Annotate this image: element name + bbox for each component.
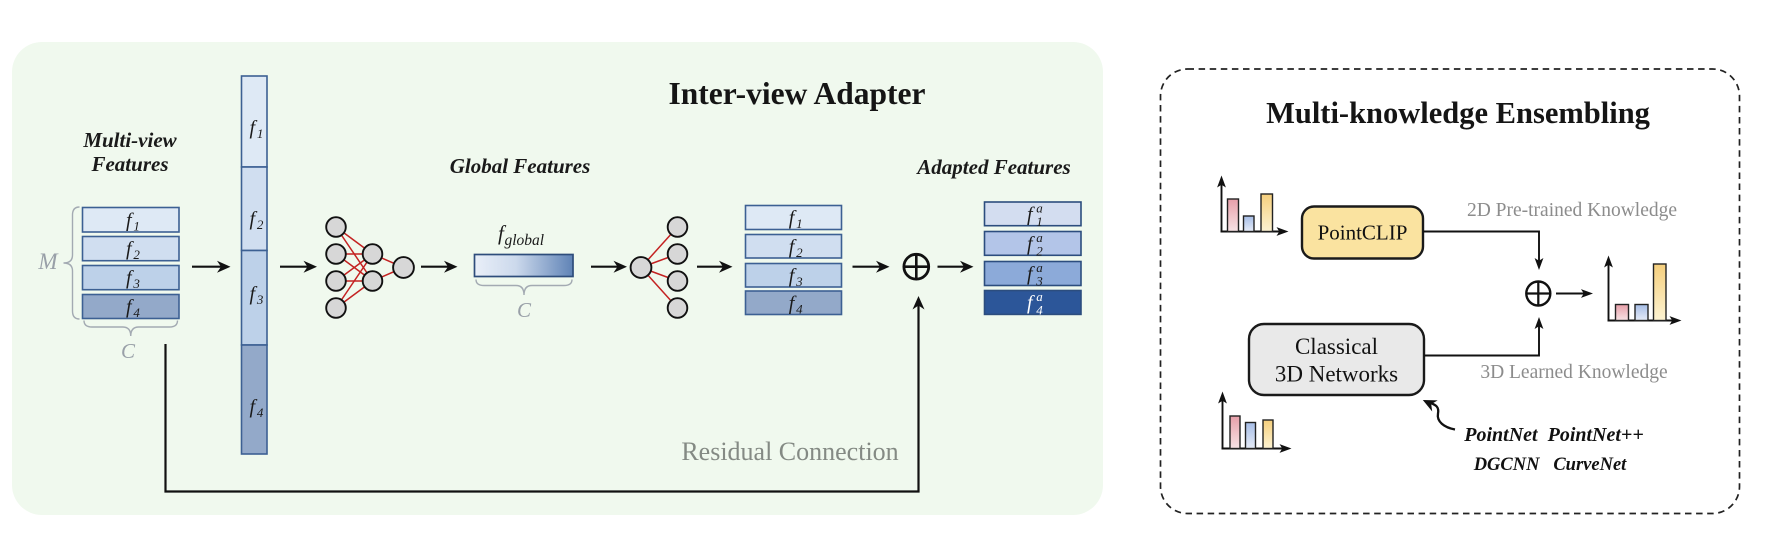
svg-text:3: 3 — [1035, 274, 1043, 289]
svg-text:f: f — [789, 236, 797, 258]
svg-text:a: a — [1036, 260, 1043, 275]
svg-text:2: 2 — [796, 245, 803, 260]
svg-text:3: 3 — [795, 274, 803, 289]
svg-text:a: a — [1036, 289, 1043, 304]
svg-text:Classical: Classical — [1295, 334, 1378, 359]
svg-text:4: 4 — [257, 405, 264, 420]
svg-text:3D Networks: 3D Networks — [1275, 362, 1398, 387]
svg-text:f: f — [1027, 263, 1035, 285]
svg-text:f: f — [249, 117, 257, 139]
svg-text:Residual Connection: Residual Connection — [681, 437, 898, 466]
svg-text:C: C — [121, 339, 136, 363]
svg-text:Multi-knowledge Ensembling: Multi-knowledge Ensembling — [1266, 96, 1650, 130]
svg-text:3D Learned Knowledge: 3D Learned Knowledge — [1480, 362, 1667, 383]
svg-text:f: f — [1027, 233, 1035, 255]
svg-text:M: M — [37, 249, 59, 274]
svg-text:Multi-view: Multi-view — [82, 128, 177, 152]
svg-text:f: f — [249, 283, 257, 305]
svg-text:PointCLIP: PointCLIP — [1318, 221, 1408, 245]
svg-text:a: a — [1036, 200, 1043, 215]
svg-text:4: 4 — [796, 301, 803, 316]
svg-text:4: 4 — [1036, 302, 1043, 317]
svg-text:f: f — [249, 208, 257, 230]
svg-text:f: f — [126, 238, 134, 260]
svg-text:f: f — [249, 396, 257, 418]
svg-text:f: f — [789, 265, 797, 287]
svg-text:f: f — [1027, 203, 1035, 225]
svg-text:f: f — [126, 209, 134, 231]
svg-text:PointNet PointNet++: PointNet PointNet++ — [1463, 424, 1643, 446]
svg-text:f: f — [126, 267, 134, 289]
svg-text:f: f — [1027, 292, 1035, 314]
svg-text:1: 1 — [1036, 214, 1043, 229]
svg-text:1: 1 — [257, 126, 264, 141]
svg-text:f: f — [498, 221, 507, 245]
svg-text:f: f — [126, 296, 134, 318]
svg-text:2: 2 — [1036, 243, 1043, 258]
svg-text:Global Features: Global Features — [450, 154, 591, 178]
svg-text:3: 3 — [256, 292, 264, 307]
svg-text:DGCNN CurveNet: DGCNN CurveNet — [1473, 455, 1627, 475]
svg-text:3: 3 — [132, 276, 140, 291]
svg-text:global: global — [505, 232, 545, 249]
svg-text:2: 2 — [257, 217, 264, 232]
svg-text:a: a — [1036, 230, 1043, 245]
svg-text:Inter-view Adapter: Inter-view Adapter — [669, 76, 926, 111]
svg-text:2D Pre-trained Knowledge: 2D Pre-trained Knowledge — [1467, 200, 1677, 221]
svg-text:1: 1 — [133, 218, 140, 233]
svg-text:Features: Features — [90, 152, 168, 176]
svg-text:Adapted Features: Adapted Features — [915, 155, 1070, 179]
svg-text:f: f — [789, 207, 797, 229]
svg-text:1: 1 — [796, 216, 803, 231]
svg-text:2: 2 — [133, 247, 140, 262]
svg-text:4: 4 — [133, 305, 140, 320]
svg-text:C: C — [517, 298, 532, 322]
svg-text:f: f — [789, 292, 797, 314]
